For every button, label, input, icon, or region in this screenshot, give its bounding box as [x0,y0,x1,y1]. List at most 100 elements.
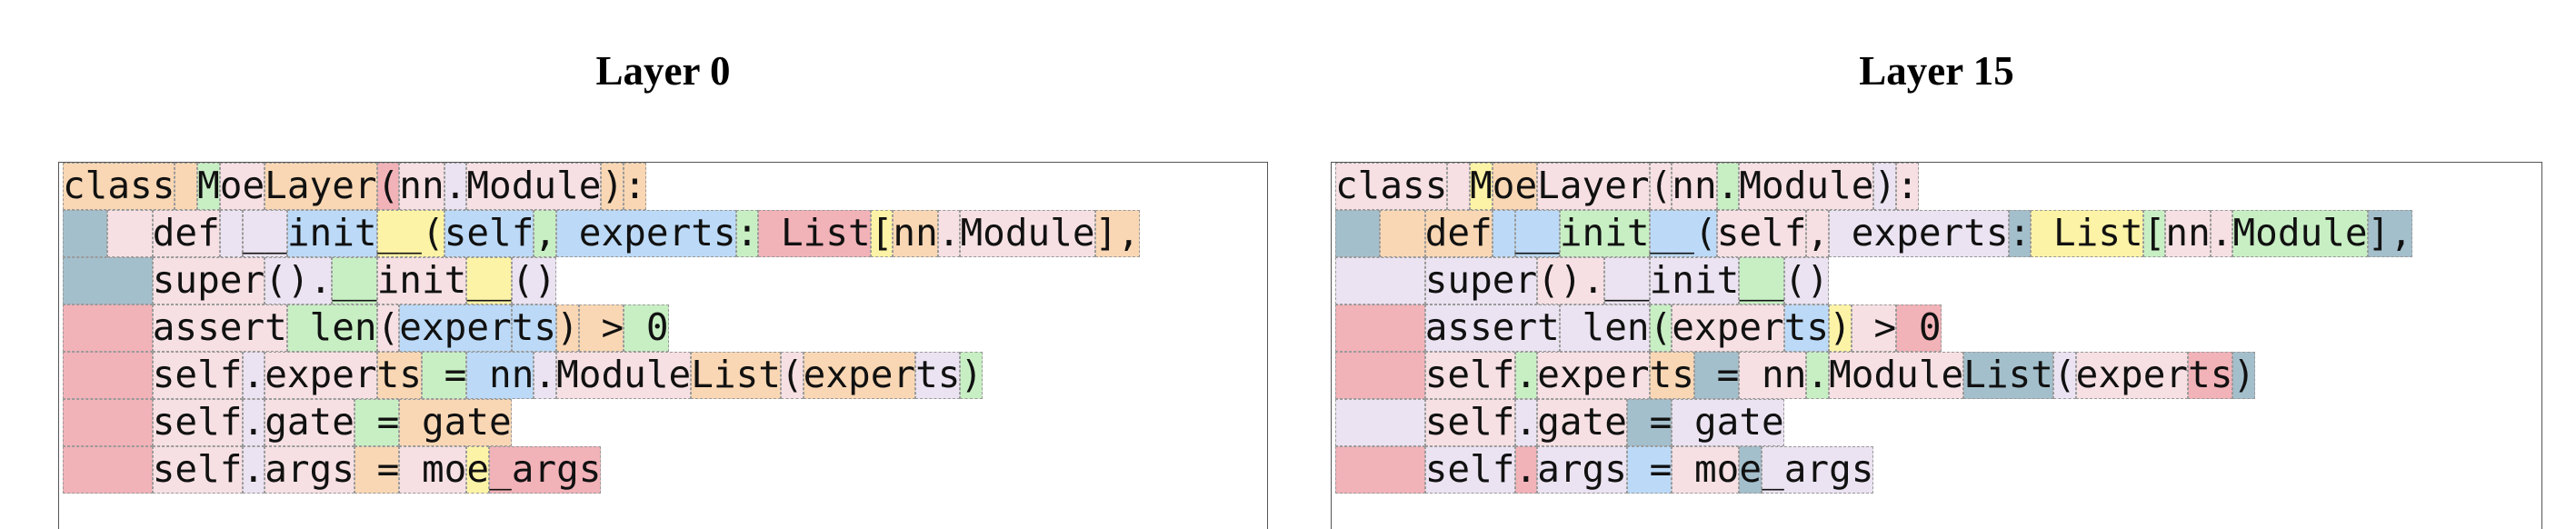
code-token: Module [466,163,602,210]
code-token: exper [399,304,512,352]
code-token: mo [399,446,467,494]
code-token: . [2210,210,2233,257]
code-token [1335,399,1425,446]
code-token: args [1537,446,1627,494]
code-token: args [265,446,354,494]
code-token [63,352,153,399]
code-token: List [691,352,781,399]
code-token: ], [1094,210,1140,257]
code-token: e [1739,446,1762,494]
code-token: def [152,210,220,257]
code-token: __ [332,257,377,304]
code-token: __ [466,257,512,304]
code-token: = [354,399,400,446]
code-token: super [1424,257,1538,304]
code-token: : [735,210,759,257]
code-token: ( [376,163,400,210]
code-token: assert [1424,304,1560,352]
code-token: ( [1649,163,1672,210]
code-token: assert [152,304,287,352]
code-token: Module [1739,163,1874,210]
code-token: , [1806,210,1830,257]
code-token: () [1783,257,1830,304]
code-token: 0 [624,304,669,352]
code-token: Layer [1537,163,1650,210]
code-token: : [2008,210,2032,257]
code-token [1447,163,1471,210]
code-token: : [1896,163,1919,210]
code-token: . [1716,163,1740,210]
code-line: super().__init__() [59,257,1267,304]
code-token: self [1424,352,1515,399]
code-token: ts [915,352,961,399]
code-token: nn [466,352,534,399]
code-token: oe [219,163,265,210]
code-token: List [758,210,871,257]
code-token: ) [2232,352,2256,399]
code-token: self [444,210,534,257]
code-token: . [1514,446,1538,494]
code-token: __( [376,210,444,257]
code-token: _args [489,446,602,494]
code-token: experts [1829,210,2009,257]
code-token: __ [1604,257,1650,304]
code-token: . [534,352,557,399]
code-token [107,210,153,257]
code-token: def [1424,210,1493,257]
code-token: . [1806,352,1830,399]
code-token: ) [1829,304,1852,352]
code-token: = [354,446,400,494]
code-token: Module [556,352,692,399]
code-token: gate [1537,399,1627,446]
code-token: nn [2165,210,2211,257]
code-token: _args [1762,446,1874,494]
code-token [63,446,153,494]
code-token: . [444,163,467,210]
code-token: = [1626,446,1672,494]
code-token: List [2031,210,2143,257]
code-token: Module [960,210,1095,257]
code-token: self [152,399,243,446]
code-token: self [152,446,243,494]
code-token: exper [1672,304,1784,352]
code-token: self [152,352,243,399]
code-token: = [1626,399,1672,446]
code-token [1335,304,1425,352]
code-token: self [1716,210,1807,257]
code-token: len [1559,304,1650,352]
code-token: exper [2075,352,2189,399]
code-token: exper [265,352,377,399]
code-token: . [242,446,265,494]
code-token: : [624,163,646,210]
code-line: self.gate = gate [1332,399,2541,446]
code-token: exper [803,352,916,399]
code-token: ( [1649,304,1672,352]
code-token: exper [1537,352,1650,399]
code-token: ts [511,304,557,352]
code-token: (). [265,257,333,304]
code-token: , [534,210,557,257]
code-token: super [152,257,265,304]
code-token: gate [1672,399,1784,446]
code-token: nn [1739,352,1807,399]
code-token: self [1424,446,1515,494]
code-token: List [1963,352,2053,399]
code-token: [ [2142,210,2166,257]
code-token: oe [1492,163,1538,210]
code-token: ) [1873,163,1897,210]
code-token: . [1514,399,1538,446]
code-token: experts [556,210,736,257]
code-token: (). [1537,257,1605,304]
code-token [1335,210,1381,257]
code-token: class [63,163,175,210]
code-token: init [1559,210,1650,257]
code-token: nn [399,163,444,210]
code-token: __ [1514,210,1560,257]
